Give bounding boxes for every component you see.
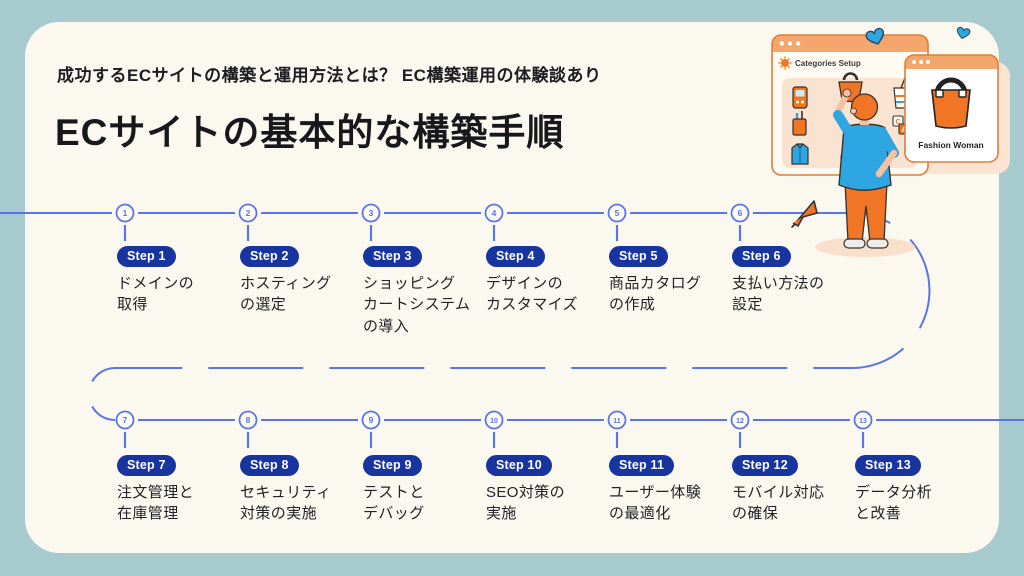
fashion-window-label: Fashion Woman: [918, 140, 984, 150]
step-item: Step 3 ショッピング カートシステム の導入: [363, 246, 484, 337]
page-title: ECサイトの基本的な構築手順: [55, 112, 565, 153]
step-label: テストと デバッグ: [363, 484, 425, 523]
step-label: モバイル対応 の確保: [732, 484, 825, 523]
step-item: Step 1 ドメインの 取得: [117, 246, 238, 316]
step-label: SEO対策の 実施: [486, 484, 566, 523]
step-badge: Step 12: [732, 455, 798, 476]
hip-arm: [875, 149, 898, 178]
shoe: [866, 238, 889, 249]
game-console-icon: [792, 86, 808, 109]
shirt-icon: [791, 143, 809, 165]
window-dot: [926, 60, 930, 64]
step-item: Step 4 デザインの カスタマイズ: [486, 246, 607, 316]
step-label: 支払い方法の 設定: [732, 275, 825, 314]
stationery-cup-icon: [792, 111, 807, 136]
step-item: Step 8 セキュリティ 対策の実施: [240, 455, 361, 525]
step-badge: Step 2: [240, 246, 299, 267]
ear: [850, 107, 857, 115]
window-dot: [912, 60, 916, 64]
step-label: データ分析 と改善: [855, 484, 933, 523]
step-item: Step 11 ユーザー体験 の最適化: [609, 455, 730, 525]
cursor-arrow-icon: [791, 200, 818, 228]
sleeve: [877, 127, 899, 158]
svg-text:A: A: [902, 127, 907, 134]
step-label: ドメインの 取得: [117, 275, 195, 314]
step-badge: Step 9: [363, 455, 422, 476]
pants: [844, 181, 888, 243]
step-label: 注文管理と 在庫管理: [117, 484, 195, 523]
step-item: Step 9 テストと デバッグ: [363, 455, 484, 525]
step-badge: Step 3: [363, 246, 422, 267]
shoe: [843, 238, 866, 249]
step-label: ショッピング カートシステム の導入: [363, 275, 471, 335]
step-label: 商品カタログ の作成: [609, 275, 702, 314]
step-badge: Step 11: [609, 455, 675, 476]
sun-icon: [778, 56, 792, 70]
step-badge: Step 1: [117, 246, 176, 267]
step-label: デザインの カスタマイズ: [486, 275, 578, 314]
step-item: Step 2 ホスティング の選定: [240, 246, 361, 316]
categories-window-title: Categories Setup: [795, 59, 861, 68]
ec-shop-illustration: Categories Setup C A: [771, 26, 1010, 257]
window-dot: [919, 60, 923, 64]
step-badge: Step 4: [486, 246, 545, 267]
window-dot: [787, 41, 793, 46]
heart-icon: [865, 27, 885, 45]
step-item: Step 13 データ分析 と改善: [855, 455, 976, 525]
window-dot: [795, 41, 801, 46]
head: [850, 93, 879, 121]
step-badge: Step 13: [855, 455, 921, 476]
step-item: Step 7 注文管理と 在庫管理: [117, 455, 238, 525]
fashion-handbag-icon: [931, 77, 971, 129]
window-dot: [779, 41, 785, 46]
step-item: Step 12 モバイル対応 の確保: [732, 455, 853, 525]
step-label: セキュリティ 対策の実施: [240, 484, 332, 523]
step-badge: Step 5: [609, 246, 668, 267]
step-badge: Step 8: [240, 455, 299, 476]
step-badge: Step 7: [117, 455, 176, 476]
step-item: Step 10 SEO対策の 実施: [486, 455, 607, 525]
step-badge: Step 10: [486, 455, 552, 476]
fashion-window: Fashion Woman: [904, 54, 999, 163]
step-label: ホスティング の選定: [240, 275, 332, 314]
step-item: Step 5 商品カタログ の作成: [609, 246, 730, 316]
sleeve: [833, 110, 853, 136]
page-subtitle: 成功するECサイトの構築と運用方法とは？ EC構築運用の体験談あり: [57, 66, 602, 85]
svg-text:C: C: [896, 119, 901, 126]
heart-icon: [956, 26, 971, 40]
step-label: ユーザー体験 の最適化: [609, 484, 702, 523]
